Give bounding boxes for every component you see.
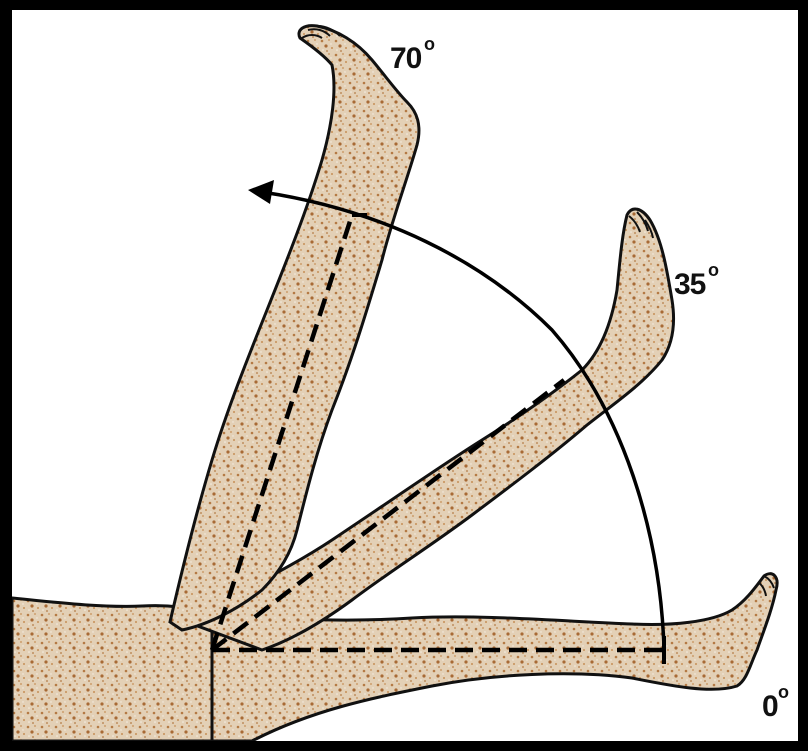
label-35-degrees: 35 [674,268,706,301]
hip-flexion-diagram: 70 o 35 o 0 o [12,10,798,741]
label-35-degree-symbol: o [708,260,719,280]
diagram-canvas: 70 o 35 o 0 o [12,10,798,741]
label-70-degree-symbol: o [424,34,435,54]
label-70-value: 70 [390,42,422,75]
label-35-value: 35 [674,268,706,301]
arc-arrowhead [248,180,274,204]
label-70-degrees: 70 [390,42,422,75]
label-0-degree-symbol: o [778,682,789,702]
label-0-degrees: 0 [762,690,778,723]
label-0-value: 0 [762,690,778,723]
